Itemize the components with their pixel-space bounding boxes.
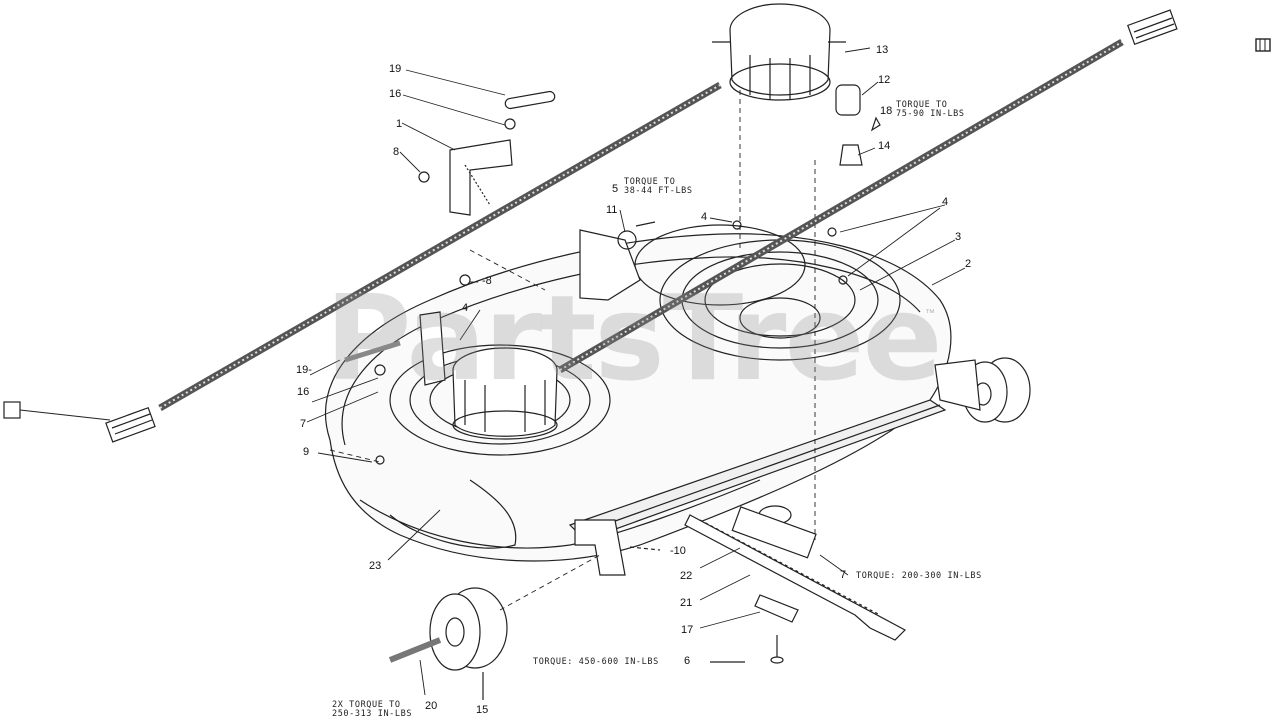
callout-9: 9 xyxy=(303,446,310,458)
callout-14: 14 xyxy=(878,140,891,152)
deck-baffle xyxy=(389,479,517,549)
spindle-pulley-left xyxy=(452,347,558,440)
spindle-motor-top xyxy=(712,3,846,101)
torque-note-7: TORQUE: 200-300 IN-LBS xyxy=(856,571,982,581)
callout-4-a: 4 xyxy=(701,211,708,223)
callout-12: 12 xyxy=(878,74,891,86)
blade-bolt xyxy=(710,635,784,664)
bracket-left xyxy=(418,90,556,216)
torque-note-6: TORQUE: 450-600 IN-LBS xyxy=(533,657,659,667)
callout-16-a: 16 xyxy=(389,88,402,100)
connector-top-right xyxy=(1127,9,1178,46)
callout-8-a: 8 xyxy=(393,146,400,158)
mower-deck xyxy=(325,233,952,562)
spindle-lower xyxy=(731,505,817,559)
spindle-housing-left xyxy=(389,344,611,456)
callout-2: 2 xyxy=(965,258,972,270)
connector-icon xyxy=(3,401,156,443)
callout-15: 15 xyxy=(476,704,489,716)
bracket-center xyxy=(459,221,656,301)
wheel-right xyxy=(934,357,1031,423)
callout-10: -10 xyxy=(670,545,686,557)
callout-21: 21 xyxy=(680,597,693,609)
callout-5: 5 xyxy=(612,183,619,195)
trademark-symbol: ™ xyxy=(925,308,935,319)
callout-20: 20 xyxy=(425,700,438,712)
callout-16-b: 16 xyxy=(297,386,310,398)
callout-4-c: 4 xyxy=(462,302,469,314)
wheel-front xyxy=(388,554,601,700)
torque-note-20: 2X TORQUE TO 250-313 IN-LBS xyxy=(332,700,413,719)
bracket-rear-left xyxy=(344,311,446,386)
blade-adapter xyxy=(754,594,799,623)
torque-note-5: TORQUE TO 38-44 FT-LBS xyxy=(624,177,693,196)
callout-13: 13 xyxy=(876,44,889,56)
callout-19-a: 19 xyxy=(389,63,402,75)
callout-3: 3 xyxy=(955,231,962,243)
callout-11: 11 xyxy=(606,204,618,216)
callout-4-b: 4 xyxy=(942,196,949,208)
callout-19-b: 19- xyxy=(296,364,312,376)
callout-17: 17 xyxy=(681,624,694,636)
callout-8-b: -8 xyxy=(482,275,492,287)
callout-22: 22 xyxy=(680,570,693,582)
hardware-parts xyxy=(375,84,881,465)
callout-7-a: 7 xyxy=(300,418,307,430)
corner-connector-icon xyxy=(1255,38,1271,52)
callout-18: 18 xyxy=(880,105,893,117)
callout-23: 23 xyxy=(369,560,382,572)
callout-1: 1 xyxy=(396,118,403,130)
torque-note-18: TORQUE TO 75-90 IN-LBS xyxy=(896,100,965,119)
callout-7-b: 7 xyxy=(840,569,847,581)
mower-blade xyxy=(684,514,906,641)
bracket-front xyxy=(574,519,661,576)
callout-6: 6 xyxy=(684,655,691,667)
